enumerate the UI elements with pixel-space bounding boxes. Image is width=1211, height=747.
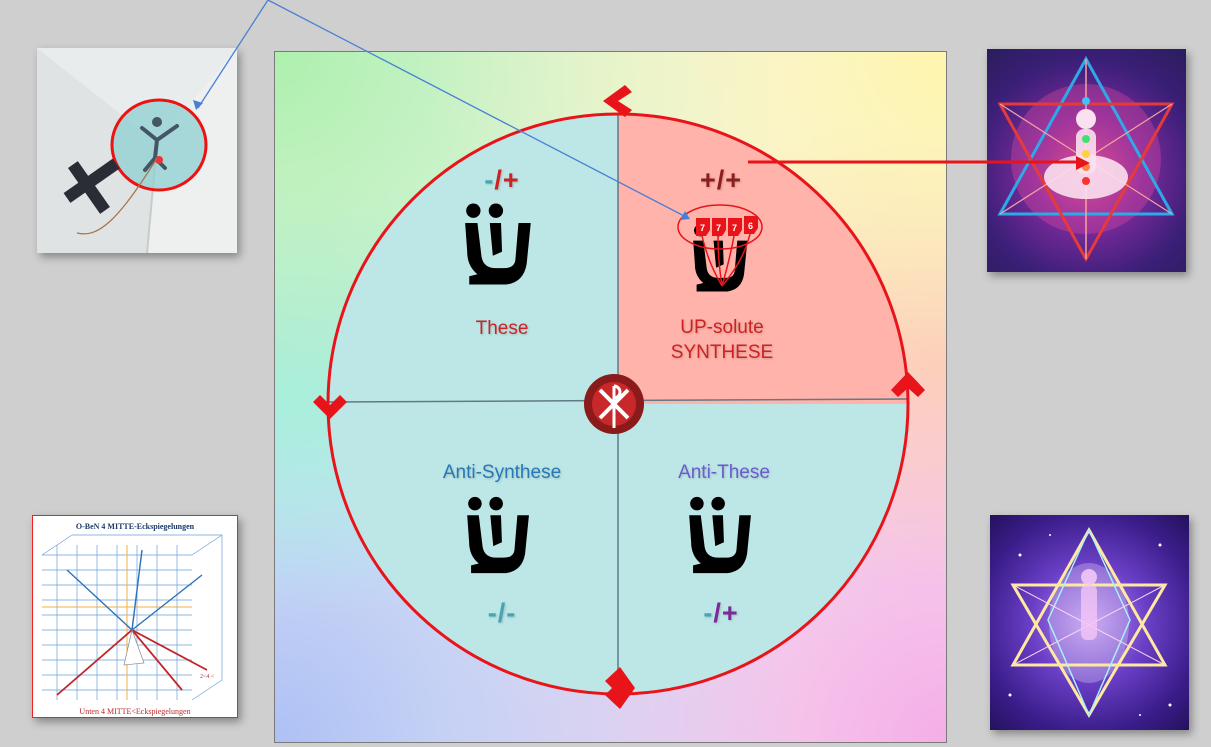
- connector-lines: [193, 0, 690, 220]
- anti-these-sign: -/+: [703, 598, 739, 628]
- thumbnail-side-note: 2<4 <: [200, 674, 215, 680]
- flag-cluster: 7 7 7 6: [677, 204, 763, 287]
- synthese-label-line1: UP-solute: [680, 317, 764, 338]
- svg-text:7: 7: [716, 223, 721, 233]
- chevron-down-icon: [313, 395, 347, 419]
- these-sign: -/+: [484, 165, 520, 195]
- anti-these-label: Anti-These: [678, 462, 770, 483]
- chi-rho-emblem-icon: [584, 374, 644, 434]
- svg-text:7: 7: [732, 223, 737, 233]
- red-connector-arrow: [748, 156, 1090, 170]
- svg-text:6: 6: [748, 221, 753, 231]
- these-label: These: [475, 318, 529, 339]
- thumbnail-ceiling-photo: [37, 48, 237, 253]
- chevron-right-icon: [605, 667, 635, 709]
- thumbnail-cosmic-merkaba: [990, 515, 1189, 730]
- thumbnail-grid-cube-diagram: O-BeN 4 MITTE-Eckspiegelungen Unten 4 MI…: [32, 515, 238, 718]
- thumbnail-title: O-BeN 4 MITTE-Eckspiegelungen: [76, 522, 195, 531]
- ring-arrows: [313, 85, 925, 709]
- chevron-left-icon: [603, 85, 632, 117]
- chevron-up-icon: [891, 372, 925, 397]
- quadrant-anti-these: [618, 404, 908, 694]
- synthese-sign: +/+: [699, 165, 743, 195]
- svg-text:7: 7: [700, 223, 705, 233]
- anti-synthese-sign: -/-: [487, 598, 517, 628]
- synthese-label-line2: SYNTHESE: [670, 342, 774, 363]
- anti-synthese-label: Anti-Synthese: [442, 462, 562, 483]
- thumbnail-footer: Unten 4 MITTE<Eckspiegelungen: [79, 707, 190, 716]
